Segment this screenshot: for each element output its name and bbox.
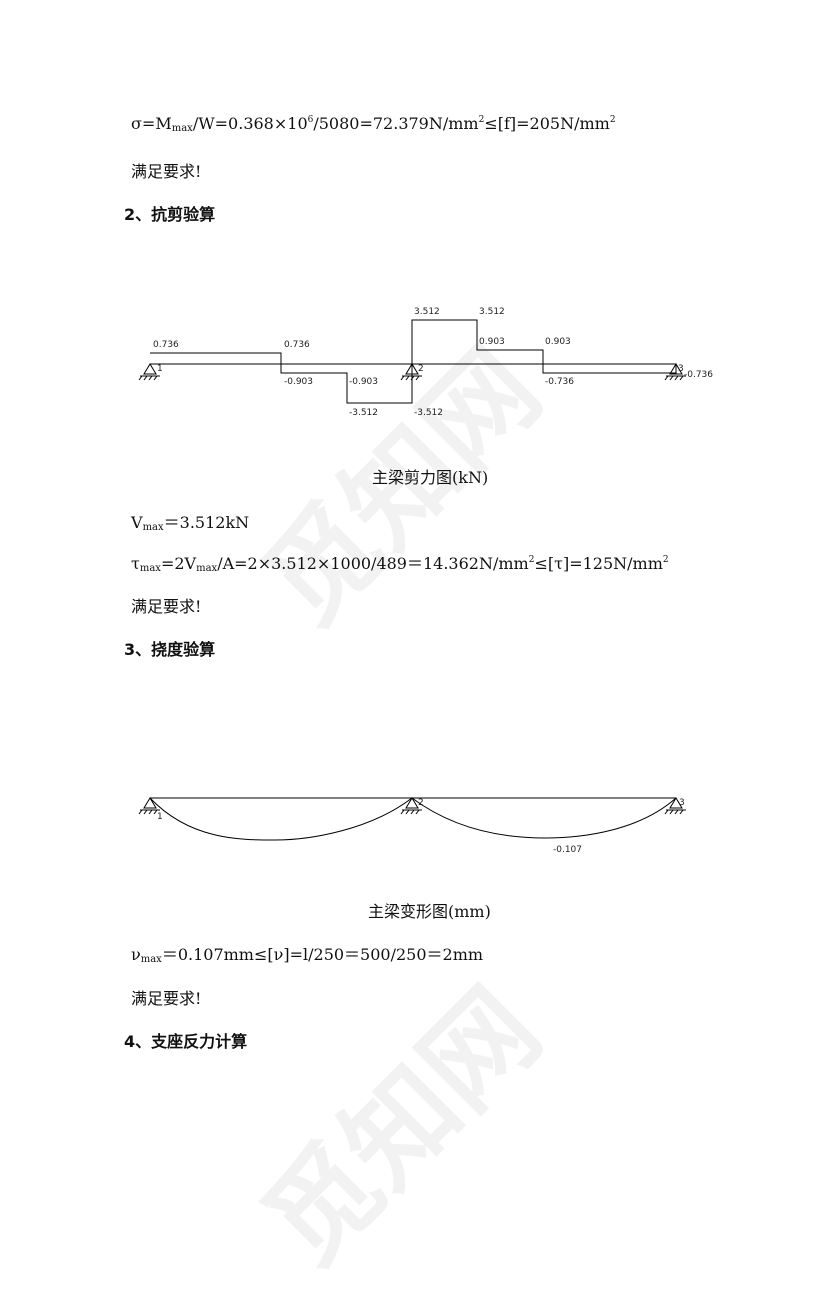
support-3-icon [664,363,686,381]
section3-heading: 3、挠度验算 [124,640,216,659]
shear-diagram: 1 2 3 0.736 0.736 -0.903 -0.903 -3.512 -… [138,307,713,855]
support-label: 2 [418,798,424,808]
support-label: 2 [418,364,424,374]
shear-value-label: -3.512 [349,408,378,418]
support-label: 3 [678,364,684,374]
deflection-ok-text: 满足要求! [131,989,202,1008]
shear-value-label: -0.736 [684,370,713,380]
shear-value-label: 3.512 [479,307,505,317]
support-2-icon [400,797,422,815]
deflection-diagram [149,797,677,841]
support-3-icon [664,797,686,815]
shear-ok-text: 满足要求! [131,597,202,616]
section2-heading: 2、抗剪验算 [124,205,216,224]
shear-value-label: -0.903 [284,377,313,387]
support-1-icon [138,797,160,815]
shear-value-label: 0.903 [545,337,571,347]
shear-value-label: -3.512 [414,408,443,418]
vmax-formula: Vmax＝3.512kN [131,513,250,533]
shear-value-label: 0.736 [153,340,179,350]
support-label: 1 [157,812,163,822]
bending-stress-formula: σ=Mmax/W=0.368×106/5080=72.379N/mm2≤[f]=… [131,114,616,134]
deflection-value-label: -0.107 [553,845,582,855]
support-label: 3 [679,798,685,808]
shear-value-label: 3.512 [414,307,440,317]
support-label: 1 [157,364,163,374]
support-2-icon [400,363,422,381]
shear-value-label: 0.903 [479,337,505,347]
shear-diagram-caption: 主梁剪力图(kN) [372,468,489,487]
support-1-icon [138,363,160,381]
bending-ok-text: 满足要求! [131,162,202,181]
shear-value-label: 0.736 [284,340,310,350]
shear-value-label: -0.903 [349,377,378,387]
section4-heading: 4、支座反力计算 [124,1032,248,1051]
shear-value-label: -0.736 [545,377,574,387]
deflection-diagram-caption: 主梁变形图(mm) [368,902,491,921]
tau-formula: τmax=2Vmax/A=2×3.512×1000/489＝14.362N/mm… [131,554,669,574]
nu-formula: νmax＝0.107mm≤[ν]=l/250＝500/250＝2mm [131,945,484,965]
